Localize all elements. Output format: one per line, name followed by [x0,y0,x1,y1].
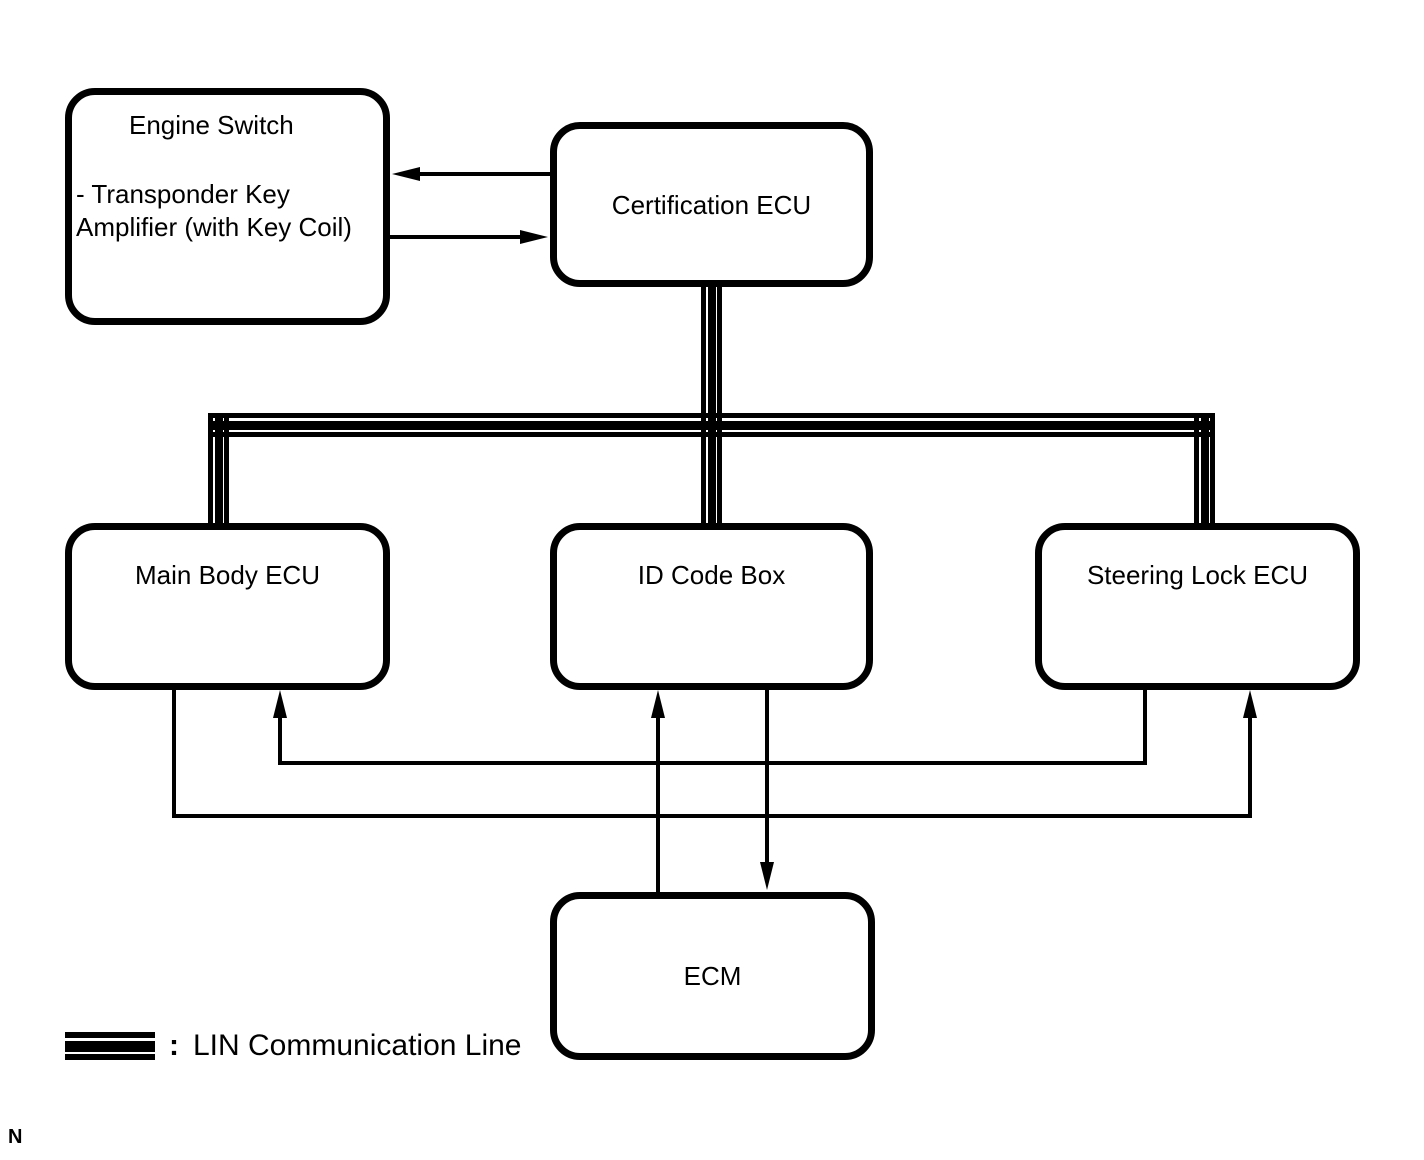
certification-ecu-label: Certification ECU [611,189,812,220]
engine-switch-description-line2: Amplifier (with Key Coil) [76,212,352,242]
edge-engine-switch-to-cert [390,235,522,239]
edge-main-to-steering-rise [1248,716,1252,818]
engine-switch-title: Engine Switch [129,110,294,140]
edge-ecm-to-id-code-box [656,716,660,892]
edge-cert-to-engine-switch [418,172,550,176]
edge-steering-to-main-drop [1143,690,1147,765]
edge-steering-to-main-horizontal [278,761,1147,765]
corner-mark: N [8,1126,23,1148]
arrowhead-to-ecm-icon [760,862,774,890]
steering-lock-ecu-label: Steering Lock ECU [1086,560,1309,590]
node-steering-lock-ecu: Steering Lock ECU [1035,523,1360,690]
arrowhead-to-steering-lock-ecu-icon [1243,690,1257,718]
node-ecm: ECM [550,892,875,1060]
lin-line-cert-vertical [701,280,722,528]
edge-main-to-steering-drop [172,690,176,818]
edge-id-code-box-to-ecm [765,690,769,864]
legend-label: LIN Communication Line [193,1029,522,1062]
ecm-label: ECM [683,961,742,991]
legend-separator: : [169,1029,179,1062]
node-engine-switch: Engine Switch - Transponder Key Amplifie… [65,88,390,325]
engine-switch-description: - Transponder Key Amplifier (with Key Co… [72,178,383,244]
arrowhead-to-id-code-box-icon [651,690,665,718]
engine-switch-description-line1: - Transponder Key [76,179,290,209]
lin-line-swatch-icon [65,1032,155,1060]
id-code-box-label: ID Code Box [637,560,786,590]
node-main-body-ecu: Main Body ECU [65,523,390,690]
lin-line-bus-horizontal [208,413,1215,437]
arrowhead-to-main-body-ecu-icon [273,690,287,718]
node-certification-ecu: Certification ECU [550,122,873,287]
legend: : LIN Communication Line [65,1029,522,1063]
node-id-code-box: ID Code Box [550,523,873,690]
edge-main-to-steering-horizontal [172,814,1252,818]
lin-line-to-steering-lock-ecu [1194,413,1215,528]
arrowhead-to-certification-ecu-icon [520,230,548,244]
edge-steering-to-main-rise [278,716,282,765]
lin-line-to-main-body-ecu [208,413,229,528]
arrowhead-to-engine-switch-icon [392,167,420,181]
main-body-ecu-label: Main Body ECU [135,560,320,590]
